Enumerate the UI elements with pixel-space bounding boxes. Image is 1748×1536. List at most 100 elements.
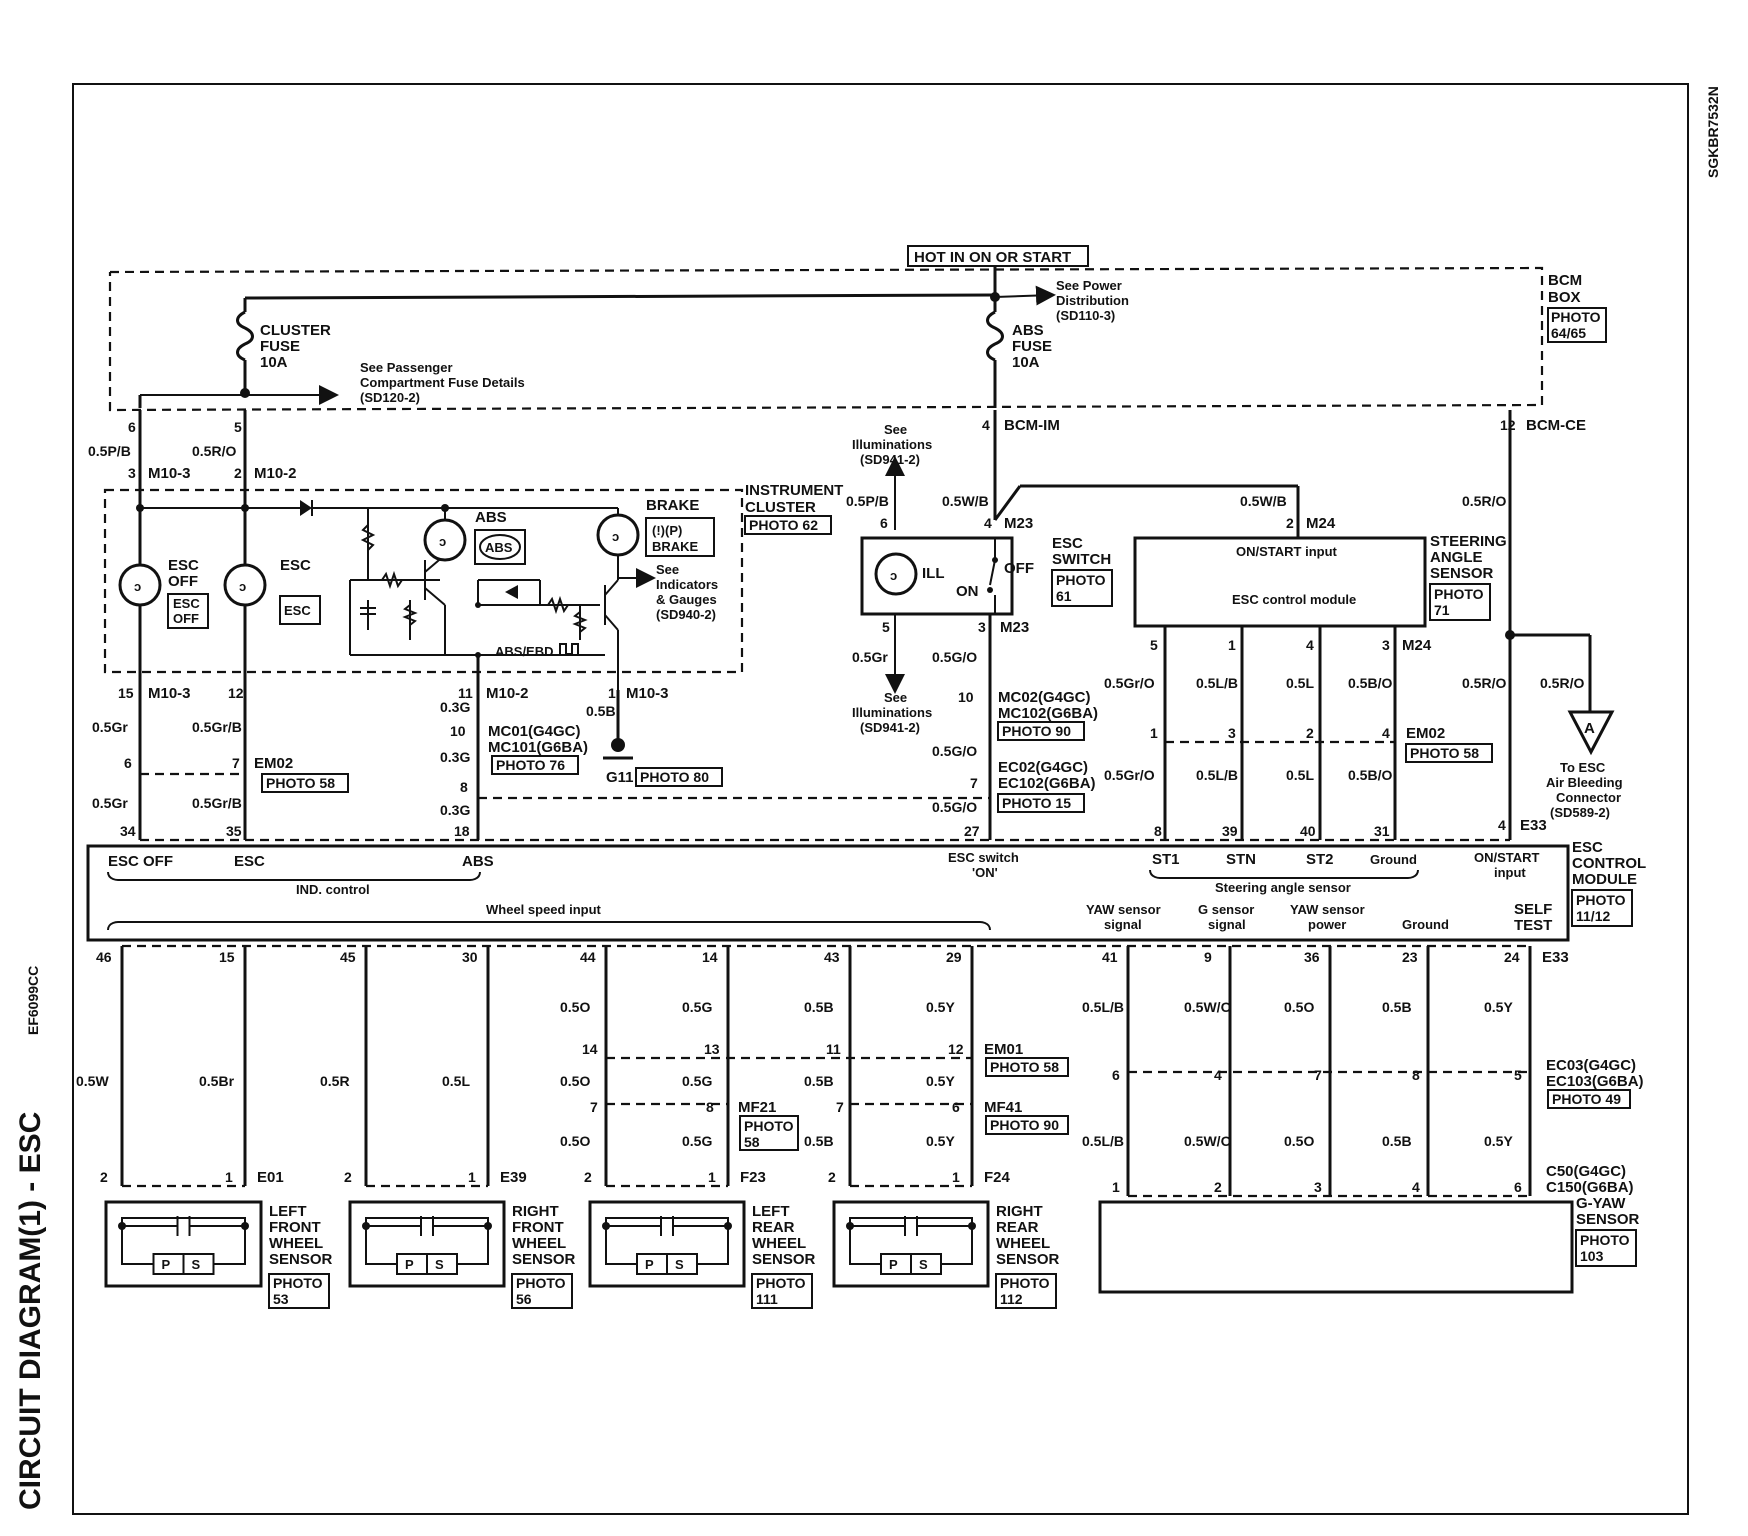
sensor-photo: PHOTO xyxy=(756,1275,806,1291)
pin-1c: 1 xyxy=(1150,725,1158,741)
see-ill-bot-3: (SD941-2) xyxy=(860,720,920,735)
mod-yaw-signal-1: YAW sensor xyxy=(1086,902,1161,917)
sensor-pin: 1 xyxy=(952,1169,960,1185)
wire-label: 0.5G xyxy=(682,999,712,1015)
conn-ec102: EC102(G6BA) xyxy=(998,775,1096,792)
wire-05gr2: 0.5Gr xyxy=(92,795,128,811)
sensor-photo: PHOTO xyxy=(1000,1275,1050,1291)
mod-title-3: MODULE xyxy=(1572,871,1637,888)
steering-module-box xyxy=(1133,536,1427,628)
mod-self-test-1: SELF xyxy=(1514,901,1552,918)
sensor-pin: 1 xyxy=(225,1169,233,1185)
wire-label: 0.5B xyxy=(804,1133,834,1149)
mod-g-signal-2: signal xyxy=(1208,917,1246,932)
bottom-pin: 9 xyxy=(1204,949,1212,965)
sensor-title: RIGHT xyxy=(996,1203,1043,1220)
pin-6c: 6 xyxy=(880,515,888,531)
wire-05pb2: 0.5P/B xyxy=(846,493,889,509)
bcm-photo-1: PHOTO xyxy=(1551,309,1601,325)
mod-onstart-2: input xyxy=(1494,865,1526,880)
conn-mc01: MC01(G4GC) xyxy=(488,723,581,740)
esc-off-indicator xyxy=(167,593,209,629)
em01-pin: 11 xyxy=(826,1041,841,1057)
wire-05l2: 0.5L xyxy=(1286,767,1314,783)
mod-yaw-power-2: power xyxy=(1308,917,1346,932)
wire-05bo: 0.5B/O xyxy=(1348,675,1392,691)
page-frame xyxy=(72,83,1689,1515)
mod-abs: ABS xyxy=(462,853,494,870)
conn-m103b: M10-3 xyxy=(148,685,191,702)
conn-e33: E33 xyxy=(1520,817,1547,834)
sensor-pin: 1 xyxy=(708,1169,716,1185)
wire-label: 0.5Y xyxy=(926,1133,955,1149)
conn-g11: G11 xyxy=(606,769,634,786)
brake-indicator xyxy=(645,517,715,557)
bcm-box-title-1: BCM xyxy=(1548,272,1582,289)
conn-em02: EM02 xyxy=(254,755,293,772)
mod-esc-switch-2: 'ON' xyxy=(972,865,998,880)
see-passenger-1: See Passenger xyxy=(360,360,453,375)
mod-photo-1: PHOTO xyxy=(1576,892,1626,908)
c50-name-2: C150(G6BA) xyxy=(1546,1179,1634,1196)
g-yaw-title-2: SENSOR xyxy=(1576,1211,1640,1228)
wire-label: 0.5W/O xyxy=(1184,999,1232,1015)
esc-label: ESC xyxy=(280,557,311,574)
p-label: P xyxy=(889,1257,898,1272)
wire-05lb: 0.5L/B xyxy=(1196,675,1238,691)
pin-2c: 2 xyxy=(1306,725,1314,741)
photo-58-box xyxy=(261,773,349,793)
ground-g11 xyxy=(611,738,625,752)
esc-off-1: ESC xyxy=(168,557,199,574)
wire-label: 0.5B xyxy=(804,999,834,1015)
photo-62-box xyxy=(744,515,832,535)
sensor-title: SENSOR xyxy=(269,1251,333,1268)
esc-off-ind-1: ESC xyxy=(173,596,200,611)
g-yaw-photo-box xyxy=(1575,1229,1637,1267)
sensor-photo-box xyxy=(268,1273,330,1309)
instrument-cluster-box xyxy=(103,488,744,674)
see-ill-top-3: (SD941-2) xyxy=(860,452,920,467)
pin-10b: 10 xyxy=(958,689,974,705)
conn-m103c: M10-3 xyxy=(626,685,669,702)
side-title: CIRCUIT DIAGRAM(1) - ESC xyxy=(14,1112,47,1510)
sensor-title: FRONT xyxy=(512,1219,564,1236)
see-ind-2: Indicators xyxy=(656,577,718,592)
see-ind-4: (SD940-2) xyxy=(656,607,716,622)
see-ind-3: & Gauges xyxy=(656,592,717,607)
pin-1b: 1 xyxy=(1228,637,1236,653)
sensor-connector: F23 xyxy=(740,1169,766,1186)
em01-pin: 13 xyxy=(704,1041,720,1057)
mod-steering-angle: Steering angle sensor xyxy=(1215,880,1351,895)
mf21-photo-box xyxy=(739,1115,799,1151)
air-bleed-3: Connector xyxy=(1556,790,1621,805)
wire-label: 0.5G xyxy=(682,1073,712,1089)
pin-27: 27 xyxy=(964,823,980,839)
wire-05ro4: 0.5R/O xyxy=(1540,675,1584,691)
mf21-pin-2: 8 xyxy=(706,1099,714,1115)
esc-switch-photo-box xyxy=(1051,569,1113,607)
bcm-photo-box xyxy=(1547,307,1607,343)
esc-ind: ESC xyxy=(284,603,311,618)
hot-label: HOT IN ON OR START xyxy=(914,249,1071,266)
pin-3d: 3 xyxy=(1228,725,1236,741)
mf41-pin-2: 6 xyxy=(952,1099,960,1115)
pin-4: 4 xyxy=(982,417,990,433)
wire-05l: 0.5L xyxy=(1286,675,1314,691)
photo-76: PHOTO 76 xyxy=(496,757,565,773)
em01-photo: PHOTO 58 xyxy=(990,1059,1059,1075)
steering-photo-2: 71 xyxy=(1434,602,1450,618)
sensor-photo-box xyxy=(995,1273,1057,1309)
cluster-title-2: CLUSTER xyxy=(745,499,816,516)
ec03-name-1: EC03(G4GC) xyxy=(1546,1057,1636,1074)
mod-ground: Ground xyxy=(1370,852,1417,867)
pin-39: 39 xyxy=(1222,823,1238,839)
wire-05bo2: 0.5B/O xyxy=(1348,767,1392,783)
sensor-connector: E01 xyxy=(257,1169,284,1186)
pin-18: 18 xyxy=(454,823,470,839)
on-label: ON xyxy=(956,583,979,600)
photo-15: PHOTO 15 xyxy=(1002,795,1071,811)
ec03-photo: PHOTO 49 xyxy=(1552,1091,1621,1107)
